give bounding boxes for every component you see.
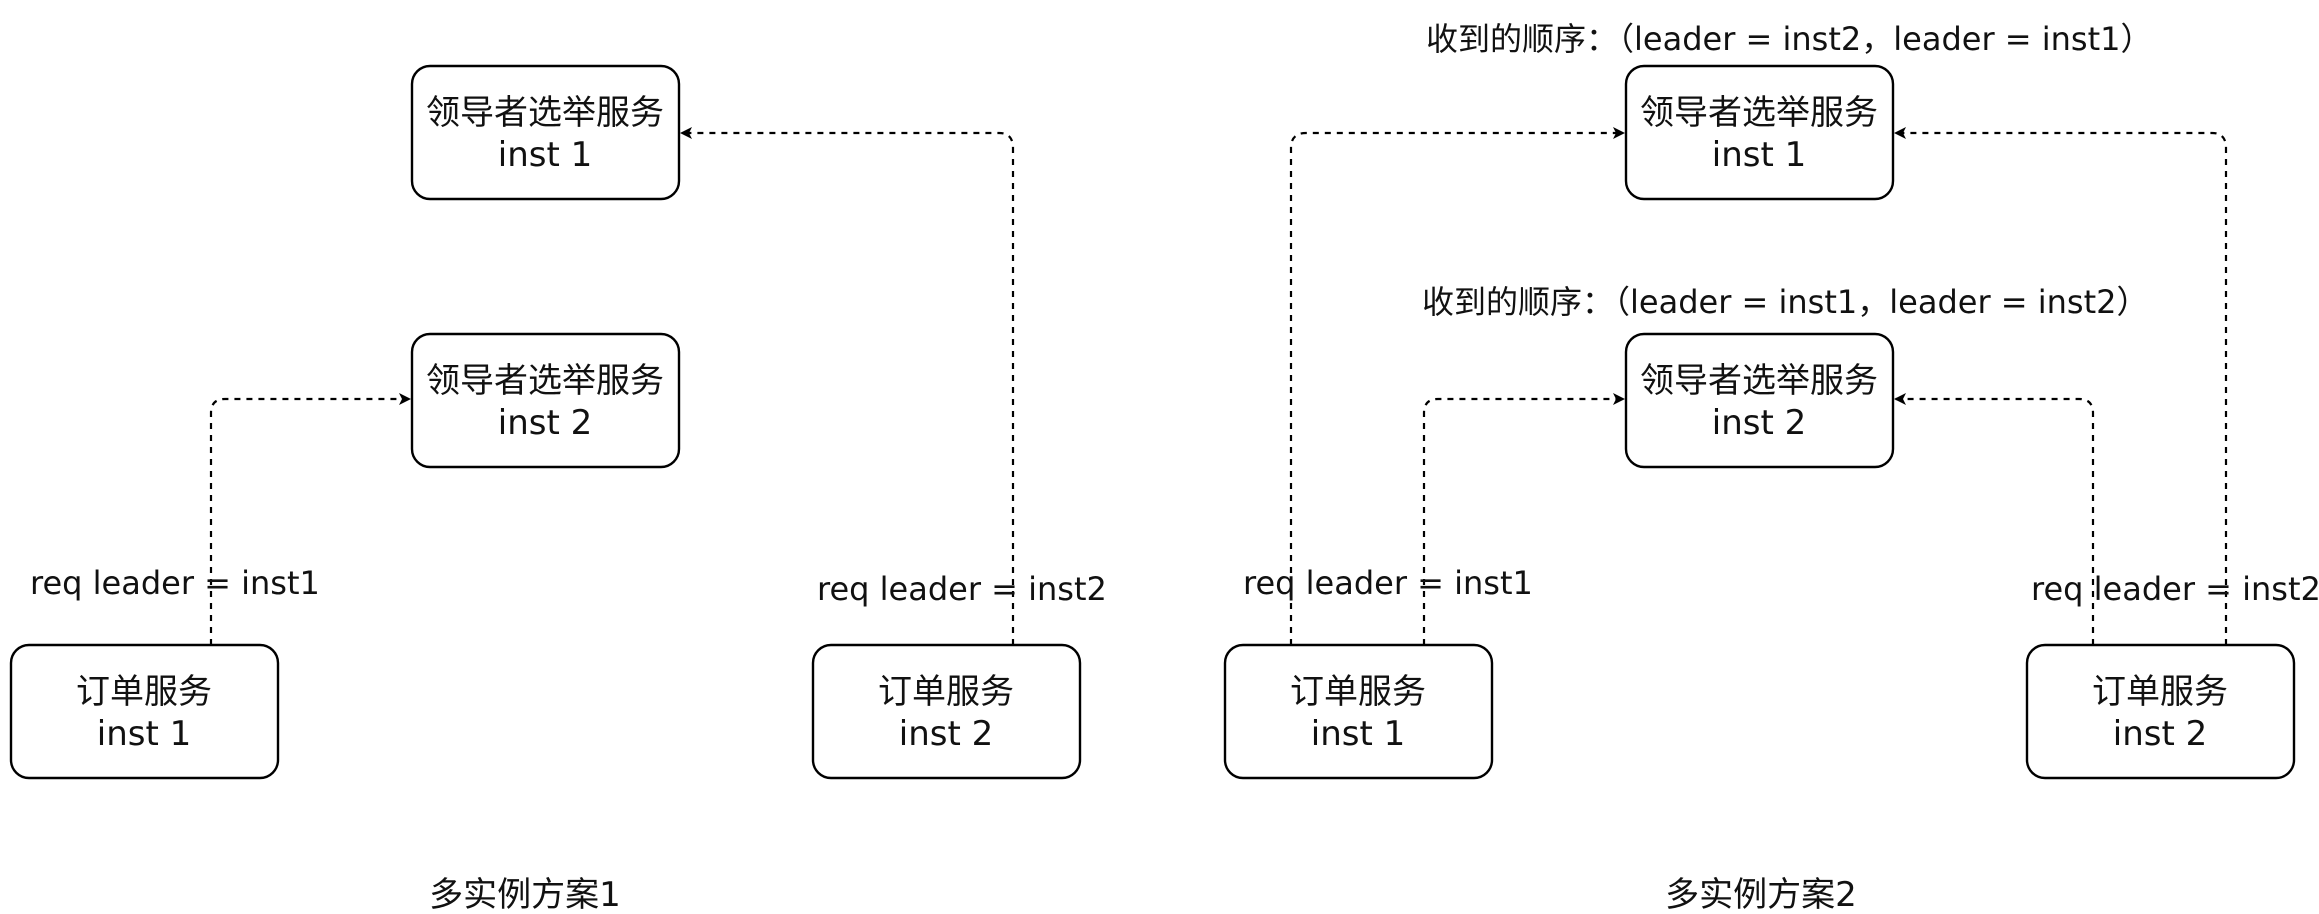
scheme2-caption: 多实例方案2 — [1665, 875, 1857, 914]
receive-order-label-leader2: 收到的顺序：（leader = inst1，leader = inst2） — [1422, 283, 2149, 321]
node-subtitle: inst 2 — [498, 403, 592, 443]
node-subtitle: inst 2 — [1712, 403, 1806, 443]
node-subtitle: inst 1 — [1311, 714, 1405, 754]
scheme1-order-inst2-node: 订单服务 inst 2 — [811, 643, 1082, 780]
scheme2-group: 领导者选举服务 inst 1 领导者选举服务 inst 2 订单服务 inst … — [1223, 20, 2319, 914]
scheme1-leader-inst2-node: 领导者选举服务 inst 2 — [410, 332, 681, 469]
scheme1-leader-inst1-node: 领导者选举服务 inst 1 — [410, 64, 681, 201]
scheme1-order-inst1-node: 订单服务 inst 1 — [9, 643, 280, 780]
edge-order1-to-leader2 — [1422, 393, 1625, 645]
req-label-inst1: req leader = inst1 — [1243, 564, 1533, 602]
node-subtitle: inst 2 — [899, 714, 993, 754]
edge-order2-to-leader2 — [1894, 393, 2095, 645]
req-label-inst1: req leader = inst1 — [30, 564, 320, 602]
edge-order1-to-leader1 — [1289, 127, 1625, 645]
node-title: 订单服务 — [2092, 672, 2228, 712]
node-subtitle: inst 1 — [1712, 135, 1806, 175]
node-title: 订单服务 — [878, 672, 1014, 712]
node-title: 领导者选举服务 — [1640, 93, 1878, 133]
node-title: 领导者选举服务 — [426, 361, 664, 401]
node-subtitle: inst 2 — [2113, 714, 2207, 754]
scheme1-caption: 多实例方案1 — [429, 875, 621, 914]
node-title: 订单服务 — [1290, 672, 1426, 712]
edge-order2-to-leader1 — [1894, 127, 2228, 645]
receive-order-label-leader1: 收到的顺序：（leader = inst2，leader = inst1） — [1426, 20, 2153, 58]
req-label-inst2: req leader = inst2 — [817, 570, 1107, 608]
scheme2-leader-inst1-node: 领导者选举服务 inst 1 — [1624, 64, 1895, 201]
node-title: 领导者选举服务 — [426, 93, 664, 133]
scheme2-leader-inst2-node: 领导者选举服务 inst 2 — [1624, 332, 1895, 469]
scheme1-group: 领导者选举服务 inst 1 领导者选举服务 inst 2 订单服务 inst … — [9, 64, 1107, 914]
node-subtitle: inst 1 — [97, 714, 191, 754]
scheme2-order-inst1-node: 订单服务 inst 1 — [1223, 643, 1494, 780]
edge-order1-to-leader2 — [209, 393, 411, 645]
edge-order2-to-leader1 — [680, 127, 1015, 645]
node-subtitle: inst 1 — [498, 135, 592, 175]
node-title: 领导者选举服务 — [1640, 361, 1878, 401]
req-label-inst2: req leader = inst2 — [2031, 570, 2319, 608]
scheme2-order-inst2-node: 订单服务 inst 2 — [2025, 643, 2296, 780]
node-title: 订单服务 — [76, 672, 212, 712]
